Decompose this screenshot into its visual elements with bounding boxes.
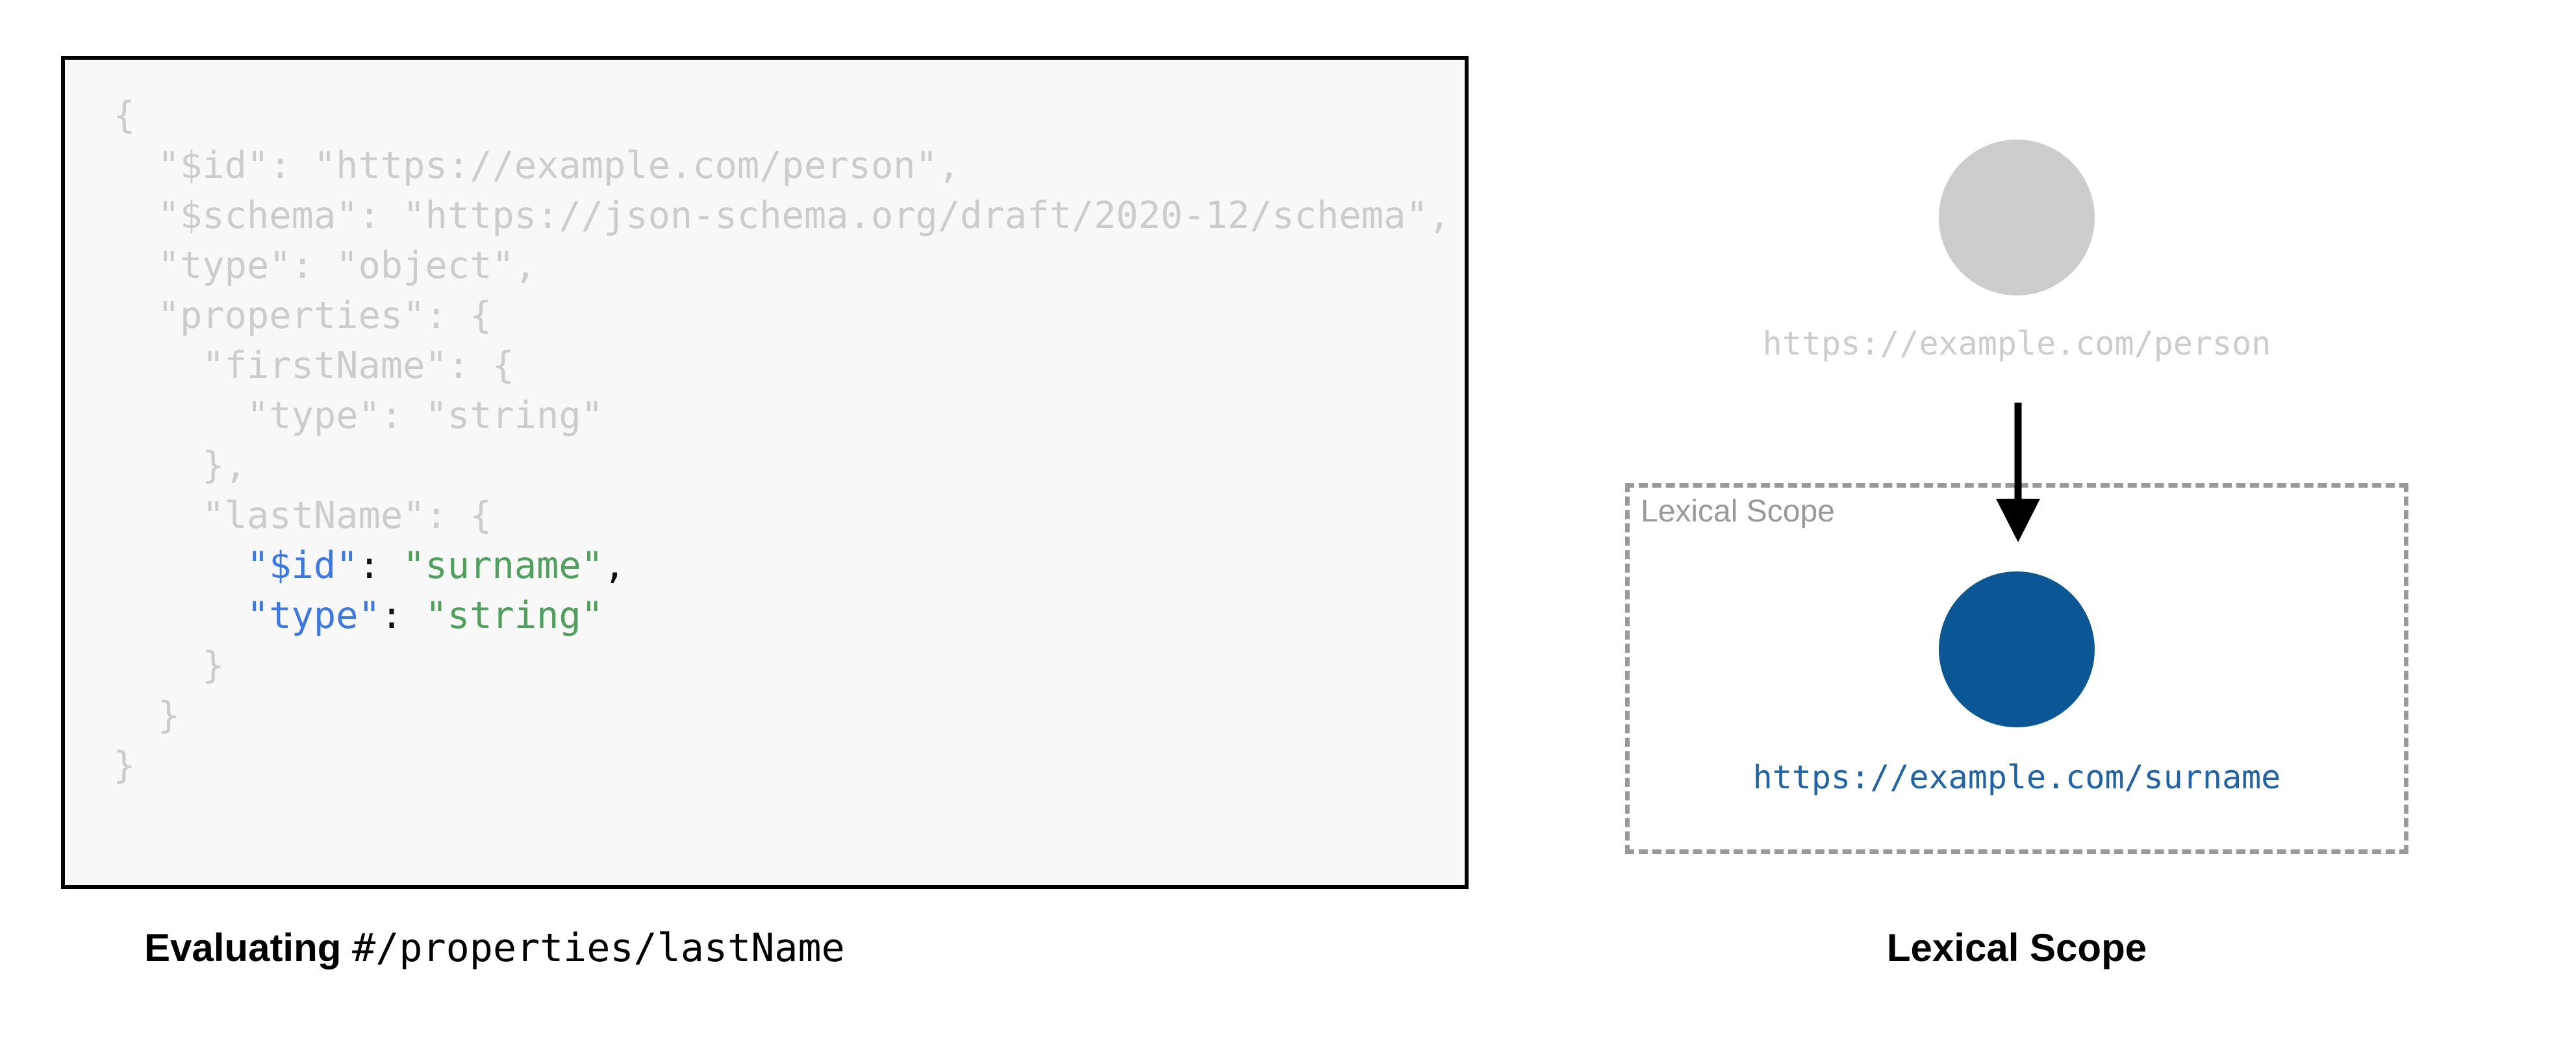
outer-schema-node-circle: [1939, 140, 2095, 295]
code-line: }: [113, 641, 1450, 691]
code-indent: [113, 644, 202, 687]
code-indent: [113, 544, 247, 587]
code-indent: [113, 294, 158, 337]
code-line: "$id": "surname",: [113, 541, 1450, 591]
code-token: "type": "string": [246, 394, 603, 437]
code-token: "$id": "https://example.com/person",: [157, 144, 961, 187]
code-indent: [113, 144, 158, 187]
caption-evaluating-bold: Evaluating: [144, 926, 353, 970]
code-indent: [113, 594, 247, 637]
code-token: :: [380, 594, 425, 637]
code-line: }: [113, 741, 1450, 791]
code-token: "type": "object",: [157, 244, 537, 287]
code-token: {: [113, 94, 136, 137]
scope-arrow-icon: [1996, 403, 2040, 542]
code-line: {: [113, 91, 1450, 141]
code-indent: [113, 494, 202, 537]
json-schema-code-block: { "$id": "https://example.com/person", "…: [113, 91, 1450, 791]
code-token: "firstName": {: [202, 344, 514, 387]
code-indent: [113, 344, 202, 387]
code-line: }: [113, 691, 1450, 741]
code-line: "type": "string": [113, 391, 1450, 441]
code-token: }: [113, 744, 136, 787]
code-token: },: [202, 444, 247, 487]
lexical-scope-diagram: Lexical Scope https://example.com/person…: [1559, 0, 2576, 1039]
code-line: "lastName": {: [113, 491, 1450, 541]
code-indent: [113, 444, 202, 487]
inner-schema-node-label: https://example.com/surname: [1752, 758, 2281, 796]
code-token: "surname": [403, 544, 603, 587]
code-token: :: [358, 544, 403, 587]
code-line: "firstName": {: [113, 341, 1450, 391]
code-token: "string": [425, 594, 603, 637]
code-line: },: [113, 441, 1450, 491]
code-line: "type": "object",: [113, 241, 1450, 291]
caption-lexical-scope: Lexical Scope: [1886, 926, 2147, 970]
code-token: }: [202, 644, 225, 687]
code-indent: [113, 244, 158, 287]
outer-schema-node-label: https://example.com/person: [1762, 325, 2271, 362]
code-indent: [113, 194, 158, 237]
json-schema-code-panel: { "$id": "https://example.com/person", "…: [61, 56, 1469, 889]
inner-schema-node-circle: [1939, 571, 2095, 727]
code-token: "lastName": {: [202, 494, 492, 537]
code-token: }: [157, 694, 180, 737]
code-line: "type": "string": [113, 591, 1450, 641]
code-token: ,: [603, 544, 626, 587]
code-token: "type": [246, 594, 381, 637]
lexical-scope-box-label: Lexical Scope: [1641, 494, 1835, 529]
code-line: "$schema": "https://json-schema.org/draf…: [113, 191, 1450, 241]
code-indent: [113, 394, 247, 437]
caption-evaluating-pointer: #/properties/lastName: [352, 925, 845, 971]
code-indent: [113, 694, 158, 737]
code-token: "$id": [246, 544, 359, 587]
code-line: "$id": "https://example.com/person",: [113, 141, 1450, 191]
code-token: "properties": {: [157, 294, 492, 337]
caption-evaluating: Evaluating #/properties/lastName: [144, 925, 1417, 971]
code-line: "properties": {: [113, 291, 1450, 341]
code-token: "$schema": "https://json-schema.org/draf…: [157, 194, 1451, 237]
